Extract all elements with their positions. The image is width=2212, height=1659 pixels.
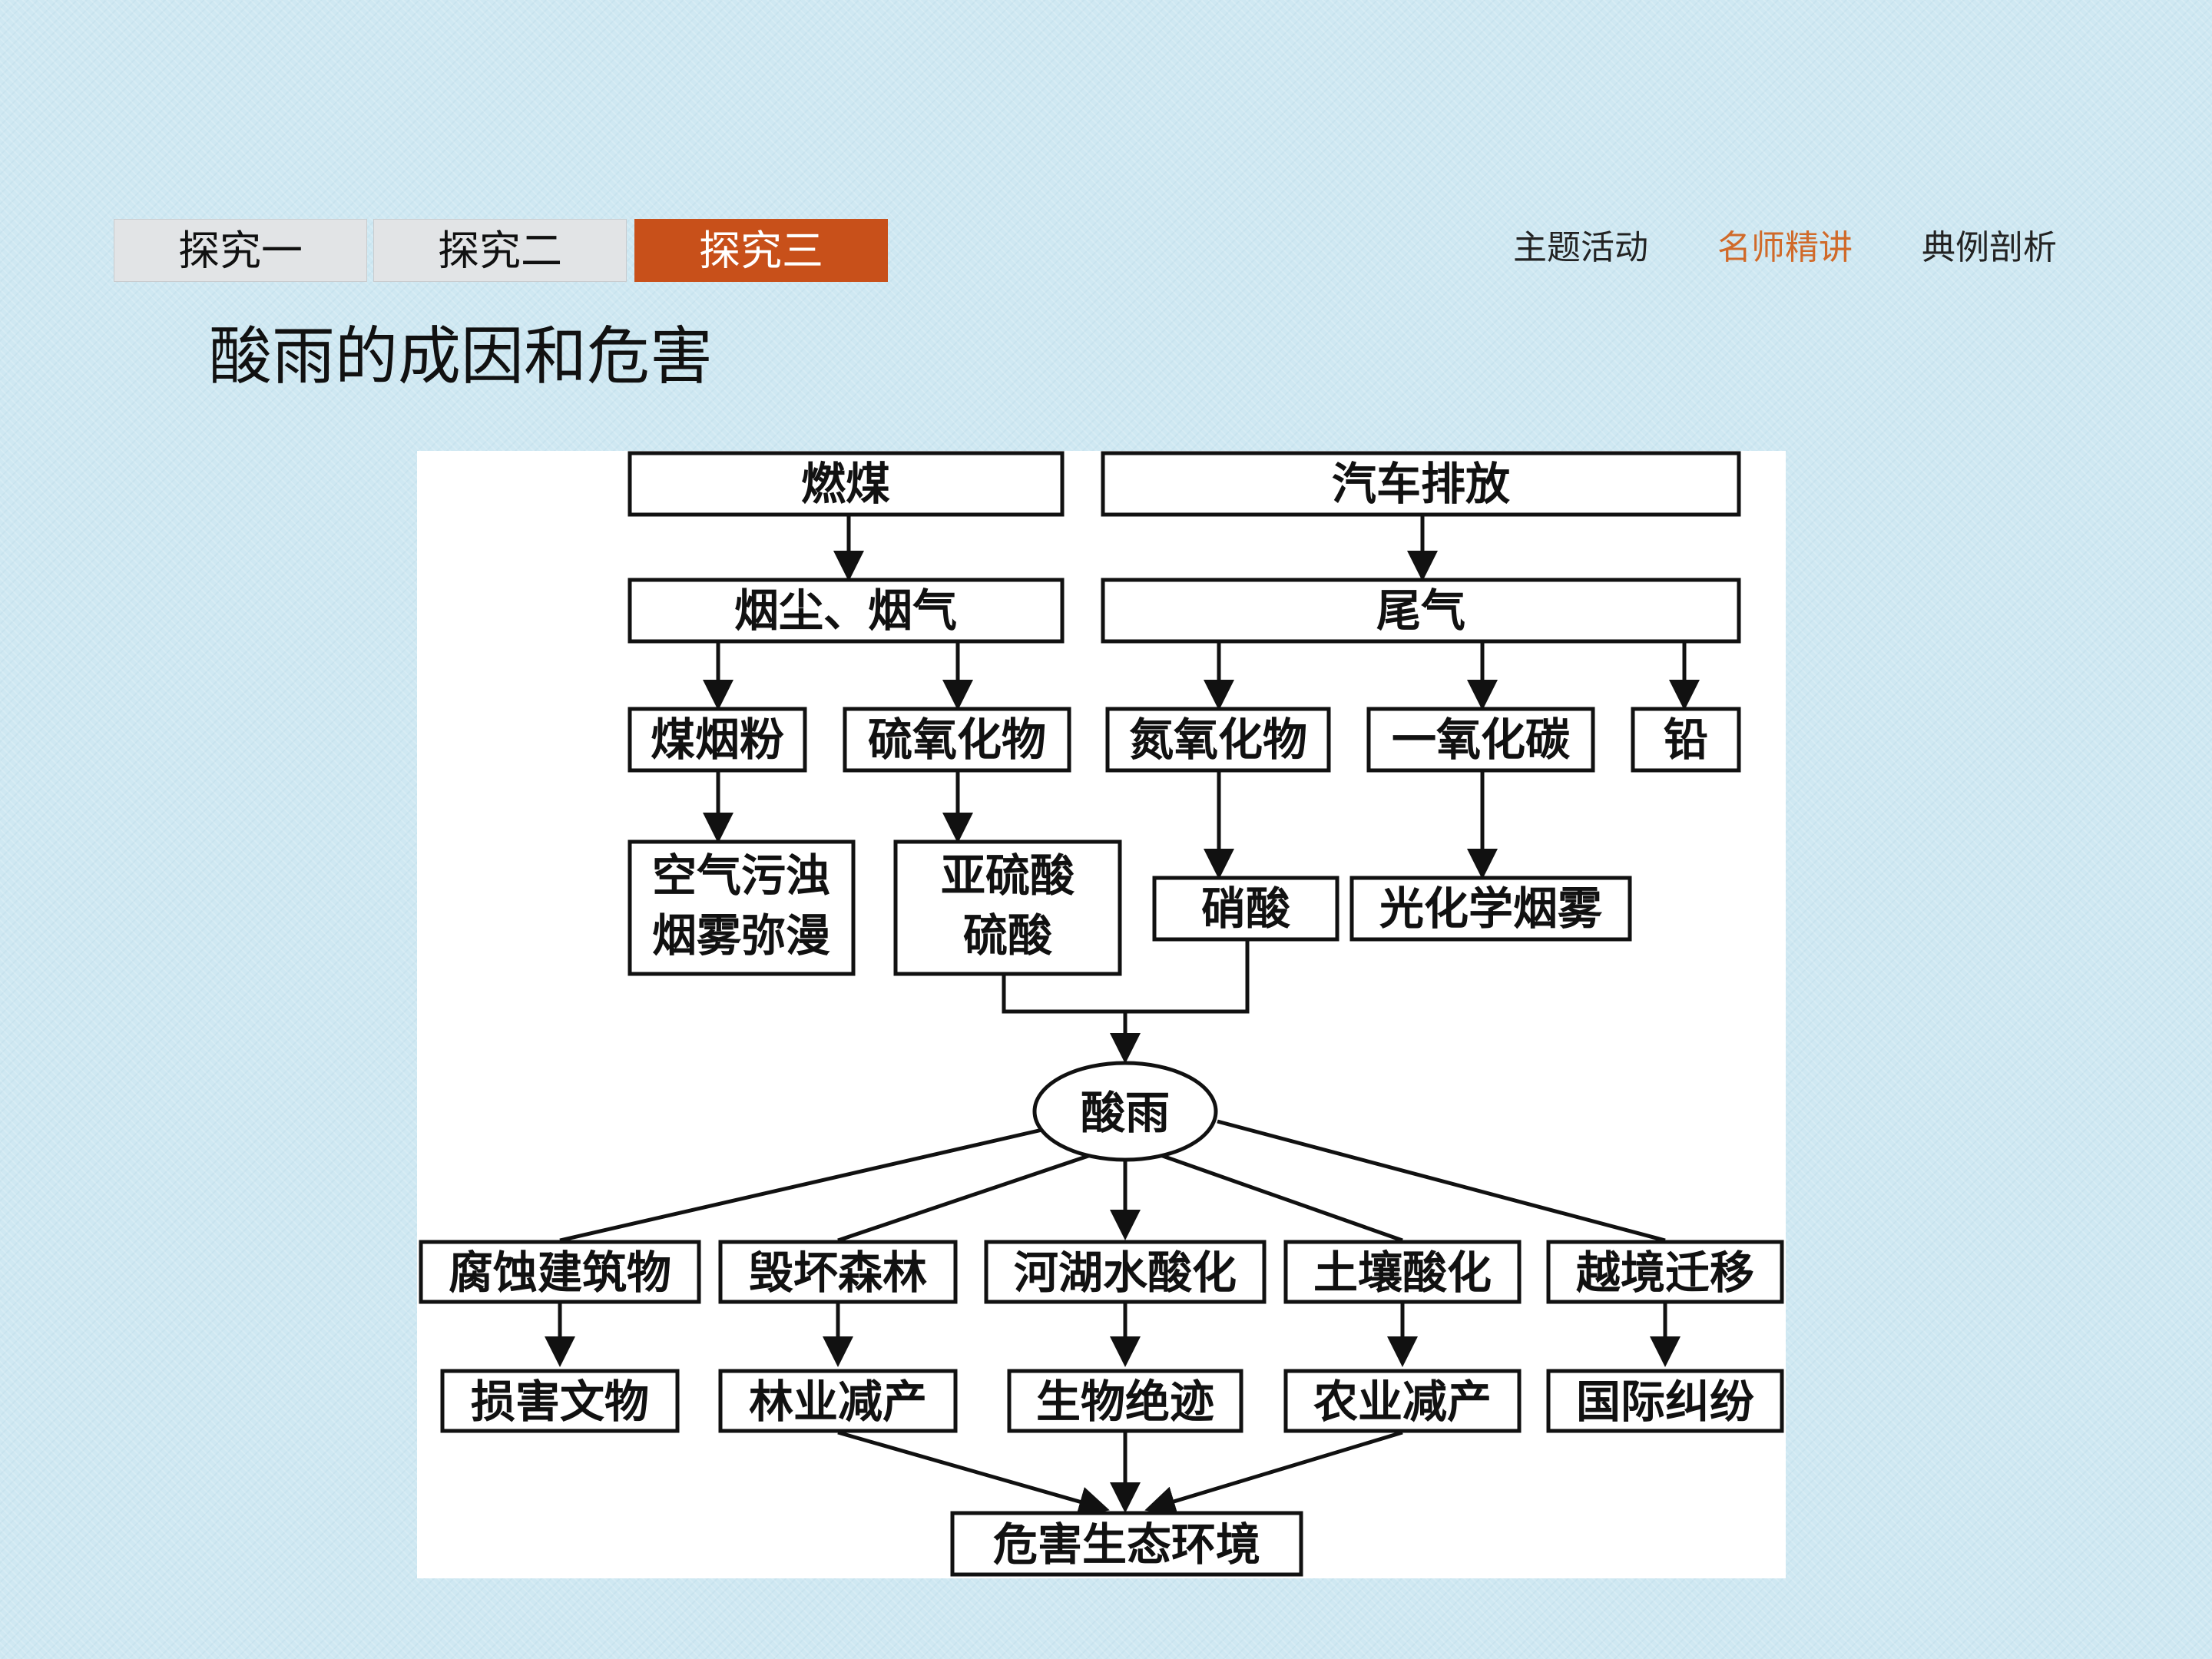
box-effect-water [984, 1240, 1267, 1304]
label-coal-dust: 煤烟粉 [651, 714, 784, 766]
page-title: 酸雨的成因和危害 [209, 320, 714, 393]
label-result-extinction: 生物绝迹 [1036, 1376, 1214, 1428]
box-coal [628, 451, 1065, 517]
nav-theme-activity[interactable]: 主题活动 [1513, 228, 1648, 267]
box-acids [893, 839, 1122, 976]
label-vehicle: 汽车排放 [1332, 458, 1510, 510]
label-effect-water: 河湖水酸化 [1014, 1247, 1237, 1299]
tab-explore-1[interactable]: 探究一 [114, 219, 367, 282]
label-nitric-acid: 硝酸 [1201, 882, 1291, 935]
line-acid-rain-to-soil [1157, 1152, 1403, 1243]
box-smog [1349, 876, 1632, 942]
line-acid-rain-to-migration [1217, 1119, 1666, 1243]
label-result-disputes: 国际纠纷 [1576, 1376, 1754, 1428]
tab-explore-2[interactable]: 探究二 [373, 219, 627, 282]
box-result-forestry [718, 1369, 958, 1433]
box-effect-migration [1546, 1240, 1784, 1304]
label-result-relics: 损害文物 [471, 1376, 649, 1428]
label-sulfurous-acid: 亚硫酸 [941, 849, 1075, 902]
label-carbon-monoxide: 一氧化碳 [1392, 714, 1571, 766]
label-air-pollution-line2: 烟雾弥漫 [652, 909, 830, 962]
box-result-disputes [1546, 1369, 1784, 1433]
box-final [950, 1511, 1303, 1577]
label-exhaust: 尾气 [1376, 584, 1465, 637]
nav-teacher-lecture[interactable]: 名师精讲 [1717, 228, 1853, 267]
box-effect-soil [1283, 1240, 1522, 1304]
box-air-pollution [628, 839, 856, 976]
box-effect-buildings [419, 1240, 701, 1304]
box-lead [1631, 707, 1741, 773]
box-carbon-monoxide [1366, 707, 1595, 773]
box-nitrogen-oxide [1105, 707, 1331, 773]
tab-explore-3[interactable]: 探究三 [634, 219, 888, 282]
box-nitric-acid [1152, 876, 1339, 942]
label-final: 危害生态环境 [993, 1518, 1260, 1571]
label-nitrogen-oxide: 氮氧化物 [1129, 714, 1307, 766]
label-result-agriculture: 农业减产 [1313, 1376, 1492, 1428]
arrow-forestry-to-ecology [837, 1430, 1110, 1517]
box-vehicle [1101, 451, 1741, 517]
label-acid-rain: 酸雨 [1081, 1087, 1170, 1139]
box-result-agriculture [1283, 1369, 1522, 1433]
label-lead: 铅 [1664, 714, 1708, 766]
label-effect-soil: 土壤酸化 [1313, 1247, 1492, 1299]
label-smoke: 烟尘、烟气 [734, 584, 957, 637]
box-exhaust [1101, 578, 1741, 644]
label-effect-migration: 越境迁移 [1576, 1247, 1754, 1299]
box-coal-dust [628, 707, 807, 773]
label-effect-forest: 毁坏森林 [749, 1247, 927, 1299]
label-effect-buildings: 腐蚀建筑物 [449, 1247, 671, 1299]
line-acid-rain-to-forest [837, 1152, 1094, 1243]
label-sulfur-oxide: 硫氧化物 [868, 714, 1046, 766]
ellipse-acid-rain [1032, 1061, 1218, 1162]
box-result-relics [440, 1369, 680, 1433]
acid-rain-diagram: 燃煤 汽车排放 烟尘、烟气 尾气 煤烟粉 硫氧化物 氮氧化物 一氧化碳 铅 空气… [417, 451, 1786, 1578]
box-smoke [628, 578, 1065, 644]
nav-example-analysis[interactable]: 典例剖析 [1922, 228, 2057, 267]
label-air-pollution-line1: 空气污浊 [652, 849, 830, 902]
label-smog: 光化学烟雾 [1379, 882, 1603, 935]
arrow-agriculture-to-ecology [1144, 1430, 1403, 1517]
label-sulfuric-acid: 硫酸 [963, 909, 1053, 962]
line-acid-rain-to-buildings [559, 1125, 1053, 1243]
label-result-forestry: 林业减产 [749, 1376, 927, 1428]
box-result-extinction [1007, 1369, 1243, 1433]
label-coal: 燃煤 [801, 458, 890, 510]
box-sulfur-oxide [843, 707, 1071, 773]
box-effect-forest [718, 1240, 958, 1304]
